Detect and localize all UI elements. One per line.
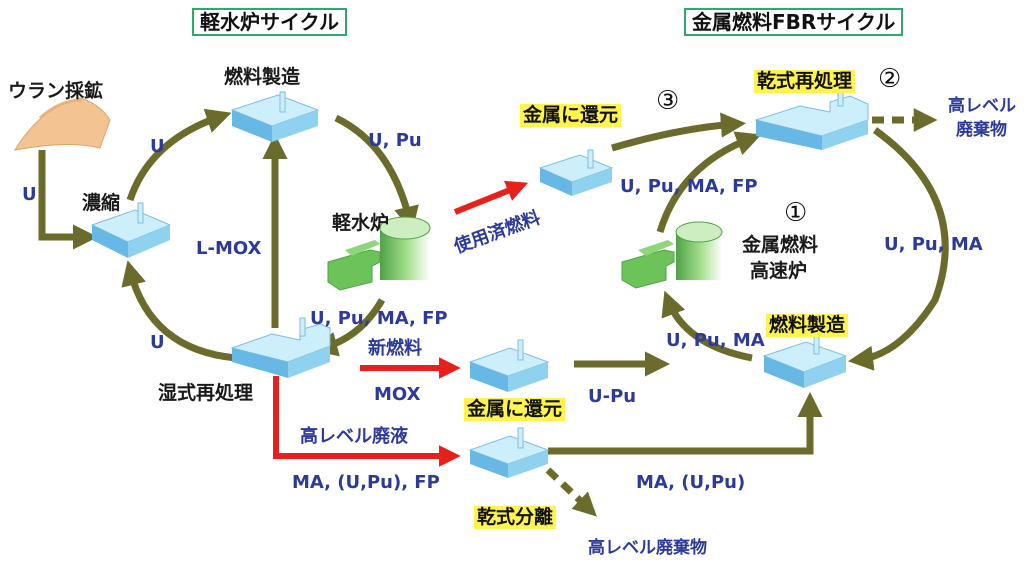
reduction-bottom-label: 金属に還元: [464, 398, 566, 421]
flow-u-minus-pu: U-Pu: [588, 386, 637, 407]
flow-u-from-repro: U: [150, 332, 165, 353]
flow-u-pu-ma-fp-lwr: U, Pu, MA, FP: [310, 308, 448, 329]
arrow-reduce-to-dryrepro: [611, 112, 747, 152]
flow-lmox: L-MOX: [196, 238, 262, 259]
flow-ma-u-pu: MA, (U,Pu): [636, 472, 746, 493]
facility-icon: [230, 91, 320, 142]
arrow-dryrepro-to-fbrfab: [847, 127, 949, 371]
enrichment-label: 濃縮: [82, 192, 121, 214]
flow-u-pu-ma-bottom: U, Pu, MA: [666, 330, 765, 351]
arrow-fbrfab-to-reactor: [661, 290, 753, 362]
facility-icon: [538, 149, 614, 196]
facility-icon: [754, 87, 869, 150]
lwr-cycle-arrows: [38, 108, 823, 455]
facility-icon: [230, 317, 331, 378]
reduction-top-label: 金属に還元: [520, 104, 622, 127]
arrow-repro-to-enrich: [121, 260, 237, 362]
arrow-enrich-to-fab: [126, 108, 232, 202]
flow-u-pu-ma-fp-fbr: U, Pu, MA, FP: [620, 176, 758, 197]
flow-u-pu-ma-right: U, Pu, MA: [884, 234, 983, 255]
arrow-fab-to-reactor: [334, 114, 419, 232]
wet-reprocessing-label: 湿式再処理: [158, 382, 254, 404]
flow-u-mining: U: [22, 184, 37, 205]
facility-icon: [468, 427, 550, 478]
flow-u-to-fab: U: [150, 136, 165, 157]
arrow-spent-fuel: [453, 180, 529, 215]
reactor-icon: [621, 221, 723, 289]
fbr-reactor-label-2: 高速炉: [750, 260, 808, 282]
arrow-sep-to-fbrfab: [548, 391, 823, 455]
fbr-reactor-label-1: 金属燃料: [742, 234, 819, 256]
dry-separation-label: 乾式分離: [474, 506, 557, 529]
fbr-cycle-title: 金属燃料FBRサイクル: [684, 8, 904, 36]
arrow-hlw-liquid: [273, 376, 461, 467]
hlw-top-label-1: 高レベル: [948, 96, 1016, 116]
dry-reprocessing-label: 乾式再処理: [754, 70, 856, 93]
facility-icon: [468, 339, 550, 392]
arrow-hlw-bottom: [545, 467, 597, 517]
number-3: ③: [656, 86, 680, 116]
flow-ma-u-pu-fp: MA, (U,Pu), FP: [292, 472, 440, 493]
fbr-fuel-fab-label: 燃料製造: [766, 314, 849, 337]
reactor-icon: [327, 216, 431, 291]
number-2: ②: [878, 64, 902, 94]
facility-icon: [90, 202, 172, 258]
hlw-bottom-label: 高レベル廃棄物: [588, 538, 707, 558]
facility-icon: [762, 333, 848, 388]
mining-label: ウラン採鉱: [8, 80, 104, 102]
arrow-reactor-to-dryrepro: [656, 131, 762, 234]
red-arrows: [273, 180, 529, 467]
flow-new-fuel: 新燃料: [368, 338, 422, 359]
fbr-cycle-arrows: [611, 112, 949, 371]
arrow-mine-to-enrich: [38, 150, 99, 250]
lwr-fuel-fab-label: 燃料製造: [224, 66, 301, 88]
mine-pile-icon: [14, 97, 111, 151]
lwr-reactor-label: 軽水炉: [332, 212, 390, 234]
waste-arrows: [545, 108, 938, 517]
flow-mox: MOX: [374, 384, 421, 405]
hlw-top-label-2: 廃棄物: [956, 120, 1007, 140]
flow-hlw-liquid: 高レベル廃液: [300, 426, 408, 447]
lwr-cycle-title: 軽水炉サイクル: [192, 8, 347, 36]
flow-u-pu-top: U, Pu: [368, 130, 422, 151]
number-1: ①: [784, 198, 808, 228]
